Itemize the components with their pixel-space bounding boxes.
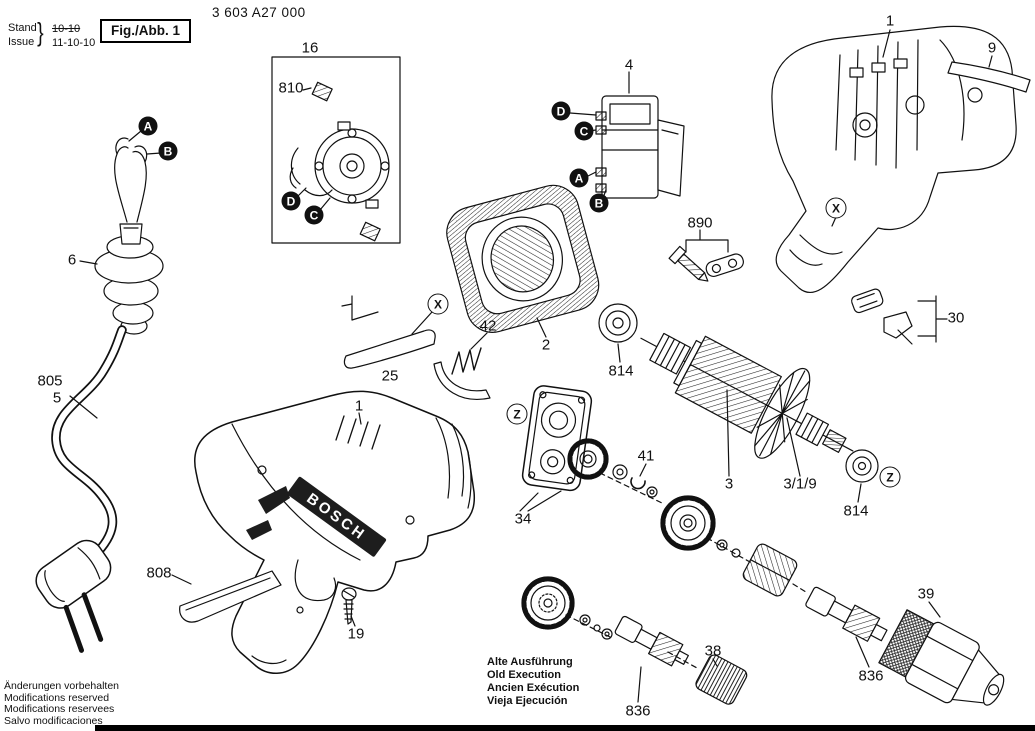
part-knurled-cap: [695, 654, 748, 705]
part-spindle-new: [805, 586, 888, 642]
part-drill-body: [194, 390, 476, 674]
part-label-30: 30: [947, 309, 965, 327]
part-label-25: 25: [381, 367, 399, 385]
part-bearing-right: [845, 449, 879, 503]
part-label-3: 3: [724, 475, 734, 493]
part-stator: [446, 184, 600, 338]
marker-z-bearing: Z: [879, 466, 901, 488]
marker-a-switch: A: [569, 168, 589, 188]
part-label-836-old: 836: [625, 702, 651, 720]
part-label-38: 38: [704, 642, 722, 660]
part-bearing-left: [598, 303, 638, 363]
marker-b-switch: B: [589, 193, 609, 213]
part-label-42: 42: [479, 317, 497, 335]
document-part-number: 3 603 A27 000: [212, 5, 306, 20]
marker-c-switch: C: [574, 121, 594, 141]
marker-d-switch: D: [551, 101, 571, 121]
marker-x-plate: X: [427, 293, 449, 315]
part-brush-holder: [851, 288, 948, 345]
part-label-836-new: 836: [858, 667, 884, 685]
old-execution-line-fr: Ancien Exécution: [487, 682, 580, 694]
stand-label: Stand: [8, 22, 37, 34]
footer-line-de: Änderungen vorbehalten: [4, 680, 120, 692]
part-label-5: 5: [52, 389, 62, 407]
part-label-16: 16: [301, 39, 319, 57]
part-switch: [569, 71, 685, 199]
old-execution-line-es: Vieja Ejecución: [487, 695, 568, 707]
part-screw-890: [668, 229, 744, 282]
part-handle-wedge: [171, 570, 282, 623]
part-label-805: 805: [37, 372, 63, 390]
old-execution-note: Alte Ausführung Old Execution Ancien Exé…: [487, 656, 579, 708]
footer-line-fr: Modifications reservees: [4, 703, 115, 715]
part-label-9: 9: [987, 39, 997, 57]
part-seal-strip: [947, 55, 1031, 93]
part-label-1-housing: 1: [885, 12, 895, 30]
part-spindle-old: [614, 615, 689, 667]
part-label-19: 19: [347, 625, 365, 643]
part-label-39: 39: [917, 585, 935, 603]
part-label-3-1-9: 3/1/9: [783, 475, 817, 493]
date-new: 11-10-10: [52, 37, 96, 49]
part-label-890: 890: [687, 214, 713, 232]
footer-legal-text: Änderungen vorbehalten Modifications res…: [4, 680, 120, 727]
part-gear-cover-assembly: [271, 56, 401, 244]
date-old: 10-10: [52, 23, 81, 35]
part-screw-19: [341, 587, 357, 627]
part-gear-train-new: [660, 495, 888, 668]
old-execution-line-en: Old Execution: [487, 669, 561, 681]
part-power-cord: [35, 325, 127, 653]
figure-number-box: Fig./Abb. 1: [100, 19, 191, 43]
marker-z-plate: Z: [506, 403, 528, 425]
marker-a-cord: A: [138, 116, 158, 136]
part-label-810: 810: [278, 79, 304, 97]
footer-line-es: Salvo modificaciones: [4, 714, 103, 727]
part-label-1-drill: 1: [354, 397, 364, 415]
part-chuck: [878, 601, 1005, 706]
part-label-6: 6: [67, 251, 77, 269]
part-gear-train-old: [521, 576, 748, 705]
part-label-41: 41: [637, 447, 655, 465]
part-intermediate-plate: [519, 385, 593, 512]
part-label-808: 808: [146, 564, 172, 582]
issue-label: Issue: [8, 36, 35, 48]
marker-x-housing: X: [825, 197, 847, 219]
marker-c-cover: C: [304, 205, 324, 225]
assembly-dashed-lines: [565, 472, 807, 669]
part-label-814-right: 814: [843, 502, 869, 520]
part-gear-set-41: [567, 438, 658, 498]
marker-b-cord: B: [158, 141, 178, 161]
footer-line-en: Modifications reserved: [4, 691, 110, 704]
part-label-2: 2: [541, 336, 551, 354]
part-housing-shell: [771, 25, 1017, 294]
page-bottom-bar: [95, 725, 1035, 731]
part-label-814-left: 814: [608, 362, 634, 380]
part-cord-grommet: [79, 130, 164, 335]
part-label-4: 4: [624, 56, 634, 74]
part-spring: [433, 332, 491, 400]
revision-brace: }: [37, 17, 44, 47]
part-baseplate: [341, 295, 436, 369]
part-armature: [640, 332, 854, 477]
marker-d-cover: D: [281, 191, 301, 211]
old-execution-line-de: Alte Ausführung: [487, 656, 573, 668]
part-label-34: 34: [514, 510, 532, 528]
